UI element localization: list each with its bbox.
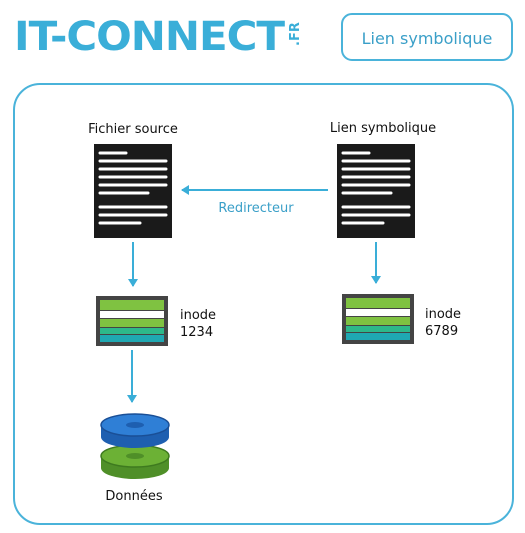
source-title: Fichier source (88, 122, 178, 137)
source-inode-icon (96, 296, 168, 346)
logo-text: IT-CONNECT (14, 14, 286, 60)
data-disks-icon (100, 413, 170, 479)
diagram-frame (13, 83, 514, 525)
badge-label: Lien symbolique (362, 29, 493, 48)
source-document-icon (94, 144, 172, 238)
source-inode-label: inode (180, 308, 216, 323)
link-title: Lien symbolique (330, 121, 436, 136)
link-inode-number: 6789 (425, 324, 458, 339)
badge: Lien symbolique (341, 13, 513, 61)
link-inode-icon (342, 294, 414, 344)
badge-frame (341, 13, 513, 61)
source-inode-number: 1234 (180, 325, 213, 340)
logo-suffix: .FR (288, 22, 303, 46)
link-document-icon (337, 144, 415, 238)
link-inode-label: inode (425, 307, 461, 322)
logo: IT-CONNECT .FR (14, 14, 303, 60)
redirect-label: Redirecteur (218, 201, 294, 216)
data-label: Données (105, 489, 162, 504)
